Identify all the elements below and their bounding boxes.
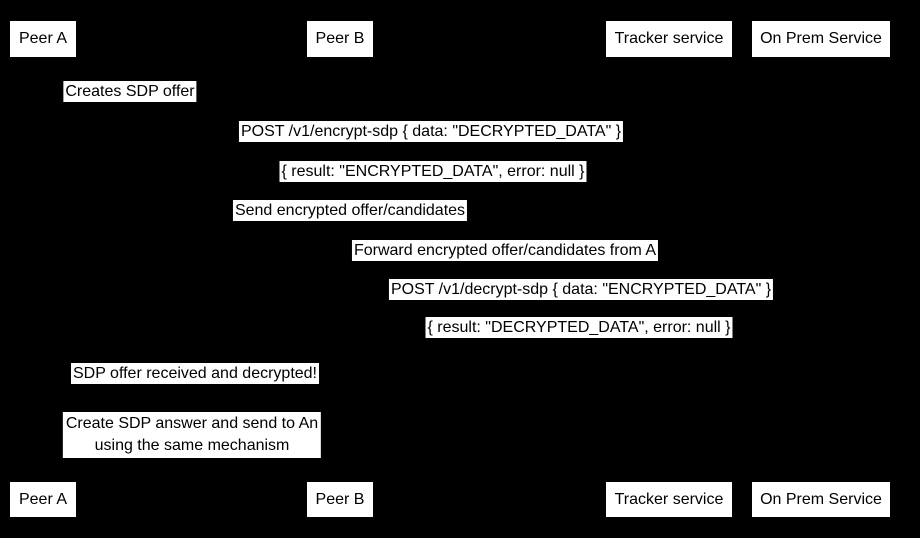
message-result-decrypted-data: { result: "DECRYPTED_DATA", error: null … <box>425 317 733 338</box>
message-creates-sdp-offer: Creates SDP offer <box>63 81 197 102</box>
participant-top-peer-b: Peer B <box>307 21 373 57</box>
participant-bottom-peer-b: Peer B <box>307 482 373 517</box>
note-line-2: using the same mechanism <box>94 437 290 454</box>
participant-bottom-tracker-service: Tracker service <box>606 482 732 517</box>
message-sdp-offer-received: SDP offer received and decrypted! <box>71 363 319 384</box>
participant-top-tracker-service: Tracker service <box>606 21 732 57</box>
note-line-1: Create SDP answer and send to An <box>65 415 319 432</box>
message-result-encrypted-data: { result: "ENCRYPTED_DATA", error: null … <box>279 161 587 182</box>
message-post-decrypt-sdp: POST /v1/decrypt-sdp { data: "ENCRYPTED_… <box>388 279 774 300</box>
participant-top-peer-a: Peer A <box>10 21 76 57</box>
note-create-sdp-answer: Create SDP answer and send to An using t… <box>62 412 322 458</box>
message-send-encrypted-offer: Send encrypted offer/candidates <box>232 200 468 221</box>
participant-top-on-prem-service: On Prem Service <box>752 21 890 57</box>
participant-bottom-peer-a: Peer A <box>10 482 76 517</box>
participant-bottom-on-prem-service: On Prem Service <box>752 482 890 517</box>
message-forward-encrypted-offer: Forward encrypted offer/candidates from … <box>351 240 659 261</box>
message-post-encrypt-sdp: POST /v1/encrypt-sdp { data: "DECRYPTED_… <box>238 121 624 142</box>
